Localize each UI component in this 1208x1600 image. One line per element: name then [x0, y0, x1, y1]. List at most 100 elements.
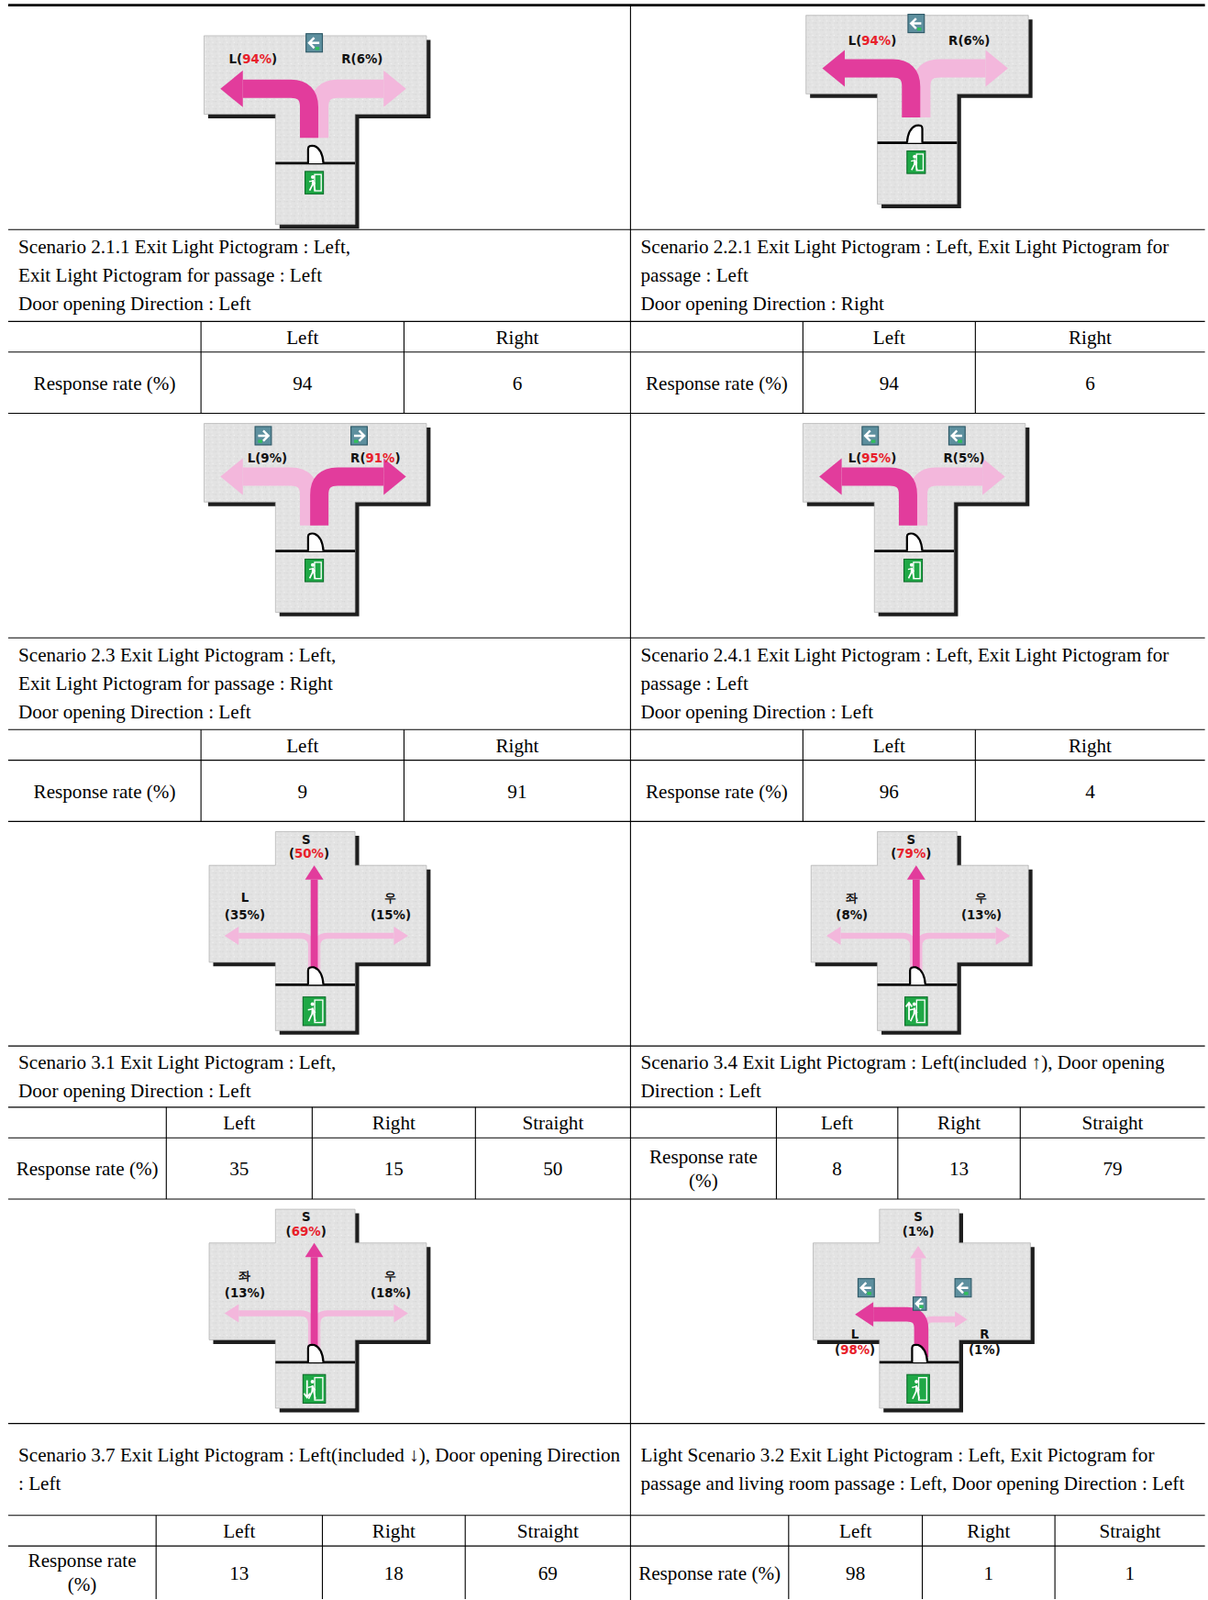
exit-sign-arms	[911, 1385, 920, 1390]
exit-sign-plate	[302, 997, 325, 1026]
exit-sign-arrow	[906, 1002, 913, 1020]
exit-sign-runner	[310, 179, 316, 191]
label-part: )	[323, 846, 330, 862]
label-part: L(	[848, 33, 863, 49]
exit-sign-head	[310, 1002, 315, 1007]
table-cell: Response rate (%)	[9, 353, 200, 413]
label-part: 91%	[365, 451, 395, 466]
arrow-head	[826, 926, 842, 945]
arrow-head	[996, 926, 1011, 945]
exit-sign-head	[912, 155, 917, 159]
route-percentage: (79%)	[890, 846, 931, 862]
cell-rule	[975, 321, 976, 413]
table-cell: Straight	[476, 1108, 630, 1137]
other-route-arrow	[238, 935, 311, 980]
label-part: L(9%)	[247, 451, 288, 466]
floor-plan	[813, 1208, 1035, 1412]
direction-sign	[862, 426, 879, 445]
exit-light-sign	[302, 997, 325, 1026]
arrow-head	[393, 1304, 409, 1323]
cell-rule	[802, 729, 804, 821]
other-route-arrow	[317, 935, 394, 980]
scenario-caption: Light Scenario 3.2 Exit Light Pictogram …	[641, 1424, 1197, 1515]
label-part: (35%)	[224, 908, 266, 923]
label-part: S	[301, 832, 311, 848]
other-route-arrow	[918, 476, 983, 525]
cell-rule	[403, 321, 405, 413]
route-percentage: 우	[384, 1268, 397, 1284]
direction-sign	[913, 1296, 927, 1310]
exit-sign-door	[314, 1377, 323, 1400]
cell-rule	[1054, 1515, 1056, 1599]
label-part: 95%	[861, 451, 891, 466]
caption-line: Exit Light Pictogram for passage : Left	[18, 261, 622, 290]
exit-light-sign	[305, 171, 324, 194]
row-rule	[8, 759, 1206, 761]
label-part: )	[394, 451, 400, 466]
direction-sign-arrow	[910, 18, 921, 29]
caption-line: Scenario 3.7 Exit Light Pictogram : Left…	[18, 1440, 622, 1498]
exit-sign-plate	[907, 1374, 930, 1403]
direction-sign-plate	[351, 426, 368, 445]
exit-sign-plate	[305, 171, 324, 194]
table-cell: 13	[156, 1546, 322, 1598]
table-cell: 15	[312, 1138, 475, 1198]
table-cell: Left	[166, 1108, 311, 1137]
exit-sign-head	[310, 175, 315, 179]
chosen-route-arrow	[310, 879, 319, 980]
route-percentage: (98%)	[834, 1342, 876, 1358]
route-percentage: 좌	[238, 1268, 251, 1284]
direction-sign-plate	[913, 1296, 927, 1310]
exit-light-sign	[903, 559, 922, 582]
route-percentage: (69%)	[286, 1224, 327, 1240]
arrow-head	[954, 1310, 967, 1328]
cell-rule	[897, 1107, 898, 1199]
exit-sign-door	[916, 999, 925, 1022]
exit-sign-runner	[908, 567, 915, 579]
table-cell: Right	[898, 1108, 1020, 1137]
table-cell: 69	[465, 1546, 630, 1598]
label-part: (13%)	[224, 1285, 266, 1300]
label-part: S	[913, 1209, 923, 1225]
table-cell: Left	[789, 1516, 921, 1545]
exit-light-sign	[305, 559, 324, 582]
exit-sign-runner	[912, 1385, 920, 1399]
table-cell: Left	[803, 321, 975, 351]
row-rule	[8, 229, 1206, 231]
direction-sign-mark	[257, 439, 262, 443]
floor-area	[203, 423, 426, 613]
table-cell: Left	[777, 1108, 898, 1137]
door-leaf	[308, 966, 324, 985]
direction-sign-arrow	[257, 430, 268, 441]
cell-rule	[921, 1515, 923, 1599]
exit-sign-arms	[308, 1385, 316, 1390]
route-percentage: L	[241, 890, 250, 906]
row-rule	[8, 729, 1206, 731]
arrow-head	[985, 50, 1008, 88]
route-percentage: R(6%)	[948, 33, 990, 49]
row-rule	[8, 1545, 1206, 1547]
door-leaf	[907, 125, 923, 144]
route-percentage: (13%)	[224, 1285, 266, 1300]
table-cell: 94	[201, 353, 403, 413]
route-percentage: S	[906, 832, 916, 848]
exit-sign-arms	[909, 1008, 918, 1013]
direction-sign	[948, 426, 965, 445]
scenario-caption: Scenario 3.1 Exit Light Pictogram : Left…	[18, 1046, 622, 1107]
scenario-caption: Scenario 2.2.1 Exit Light Pictogram : Le…	[641, 230, 1197, 321]
table-cell: Left	[803, 730, 975, 759]
caption-line: Door opening Direction : Left	[641, 698, 1197, 727]
direction-sign-plate	[948, 426, 965, 445]
other-route-arrow	[919, 935, 996, 980]
label-part: 좌	[845, 890, 858, 906]
table-cell: Response rate (%)	[631, 761, 803, 821]
route-percentage: L(9%)	[247, 451, 288, 466]
cell-rule	[975, 729, 976, 821]
row-rule	[8, 412, 1206, 414]
chosen-route-arrow	[844, 68, 911, 118]
scenario-caption: Scenario 2.1.1 Exit Light Pictogram : Le…	[18, 230, 622, 321]
exit-sign-runner	[910, 1008, 918, 1022]
table-cell: 8	[777, 1138, 898, 1198]
table-cell: 79	[1020, 1138, 1204, 1198]
other-route-arrow	[319, 88, 384, 138]
